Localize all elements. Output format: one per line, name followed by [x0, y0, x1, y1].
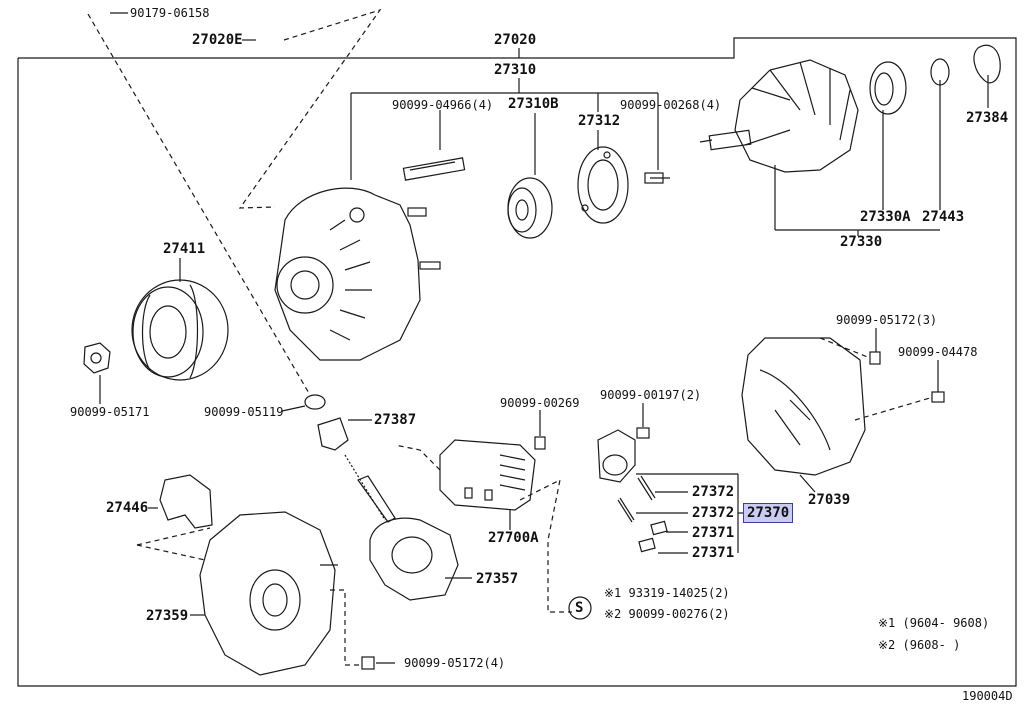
label-27387: 27387 — [374, 412, 417, 428]
label-27371-a: 27371 — [692, 525, 735, 541]
rotor-bearing — [869, 61, 907, 115]
terminal-insulator — [317, 417, 372, 451]
label-27310: 27310 — [494, 62, 537, 78]
label-27411: 27411 — [163, 241, 206, 257]
legend-note-1: ※1 (9604- 9608) — [878, 616, 990, 630]
assembly-frame — [17, 37, 1017, 687]
label-27372-b: 27372 — [692, 505, 735, 521]
label-27330a: 27330A — [860, 209, 911, 225]
pulley-nut — [83, 342, 111, 404]
bearing-27310b — [507, 177, 553, 239]
label-27330: 27330 — [840, 234, 883, 250]
retainer-plate — [577, 146, 629, 224]
label-27020: 27020 — [494, 32, 537, 48]
label-note2-part: ※2 90099-00276(2) — [604, 607, 730, 621]
label-27312: 27312 — [578, 113, 621, 129]
washer-27443 — [930, 58, 950, 86]
label-90099-05119: 90099-05119 — [204, 405, 284, 419]
label-27700a: 27700A — [488, 530, 539, 546]
drive-end-housing — [274, 187, 441, 361]
diagram-id: 190004D — [962, 689, 1013, 703]
rotor-assembly — [699, 59, 859, 173]
label-27384: 27384 — [966, 110, 1009, 126]
label-90099-05172-4: 90099-05172(4) — [404, 656, 506, 670]
label-90179-06158: 90179-06158 — [130, 6, 210, 20]
label-27359: 27359 — [146, 608, 189, 624]
label-90099-04478: 90099-04478 — [898, 345, 978, 359]
label-27372-a: 27372 — [692, 484, 735, 500]
bearing-cover — [973, 44, 1001, 84]
label-90099-00269: 90099-00269 — [500, 396, 580, 410]
label-note1-part: ※1 93319-14025(2) — [604, 586, 730, 600]
voltage-regulator — [439, 439, 536, 530]
label-27039: 27039 — [808, 492, 851, 508]
rectifier-end-frame — [190, 511, 338, 676]
label-27020e: 27020E — [192, 32, 243, 48]
label-90099-00268: 90099-00268(4) — [620, 98, 722, 112]
label-27371-b: 27371 — [692, 545, 735, 561]
legend-note-2: ※2 (9608- ) — [878, 638, 961, 652]
label-27446: 27446 — [106, 500, 149, 516]
label-90099-05171: 90099-05171 — [70, 405, 150, 419]
screw-00268 — [644, 172, 670, 184]
label-27310b: 27310B — [508, 96, 559, 112]
label-90099-04966: 90099-04966(4) — [392, 98, 494, 112]
insulator-27446 — [148, 474, 213, 529]
label-90099-00197: 90099-00197(2) — [600, 388, 702, 402]
label-s-symbol: S — [575, 600, 584, 616]
brush-set — [597, 429, 744, 554]
stud-bolt — [402, 157, 466, 181]
label-27370-highlighted[interactable]: 27370 — [743, 503, 794, 523]
label-27357: 27357 — [476, 571, 519, 587]
rear-end-cover — [741, 337, 866, 493]
label-90099-05172-3: 90099-05172(3) — [836, 313, 938, 327]
s-circle — [568, 596, 592, 620]
brush-holder — [344, 454, 472, 601]
label-27443: 27443 — [922, 209, 965, 225]
pulley — [131, 258, 229, 381]
